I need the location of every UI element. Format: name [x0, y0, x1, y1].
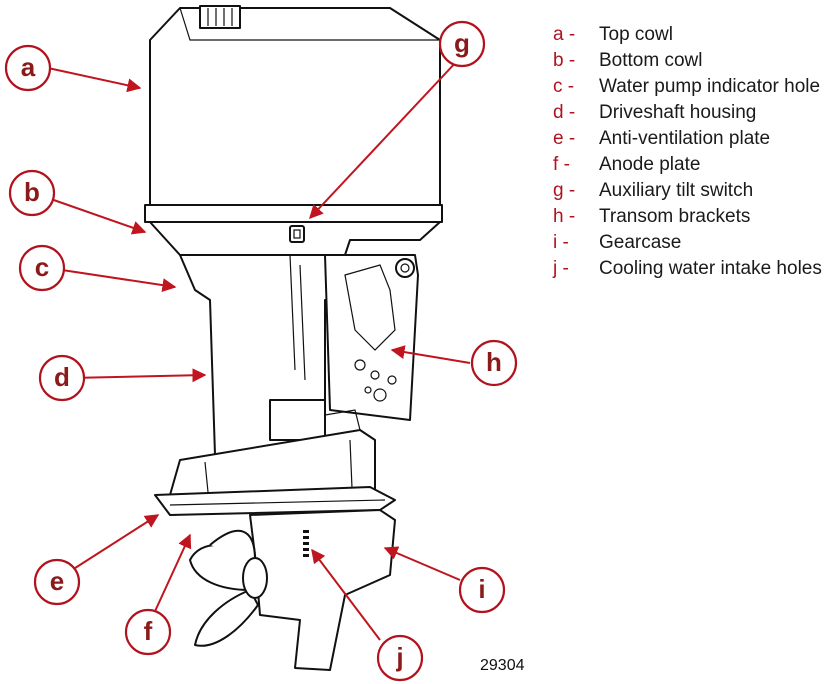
svg-text:c: c: [35, 252, 49, 282]
top-cowl-shape: [149, 7, 441, 206]
callout-e: e: [33, 558, 81, 606]
legend-description: Driveshaft housing: [599, 102, 757, 123]
anti-ventilation-plate-shape: [154, 486, 396, 516]
leader-lines: [47, 59, 471, 641]
legend-item-e: e - Anti-ventilation plate: [553, 126, 833, 152]
legend-key: b -: [553, 50, 576, 71]
legend-item-h: h - Transom brackets: [553, 204, 833, 230]
legend-item-d: d - Driveshaft housing: [553, 100, 833, 126]
legend: a - Top cowl b - Bottom cowl c - Water p…: [553, 22, 833, 282]
transom-bracket-shape: [324, 254, 419, 421]
legend-item-f: f - Anode plate: [553, 152, 833, 178]
legend-item-j: j - Cooling water intake holes: [553, 256, 833, 282]
legend-key: f -: [553, 154, 570, 175]
callout-j: j: [376, 634, 424, 682]
legend-key: e -: [553, 128, 576, 149]
svg-text:i: i: [478, 574, 485, 604]
callout-b: b: [8, 169, 56, 217]
legend-item-b: b - Bottom cowl: [553, 48, 833, 74]
outboard-motor-illustration: [144, 5, 443, 671]
callout-d: d: [38, 354, 86, 402]
legend-description: Anti-ventilation plate: [599, 128, 771, 149]
legend-key: g -: [553, 180, 576, 201]
legend-key: j -: [553, 258, 569, 279]
legend-key: c -: [553, 76, 575, 97]
callout-h: h: [470, 339, 518, 387]
svg-text:b: b: [24, 177, 40, 207]
svg-text:f: f: [144, 616, 153, 646]
svg-text:h: h: [486, 347, 502, 377]
legend-description: Water pump indicator hole: [599, 76, 821, 97]
intake-holes: [303, 530, 309, 557]
svg-text:j: j: [395, 642, 403, 672]
svg-text:g: g: [454, 28, 470, 58]
callout-c: c: [18, 244, 66, 292]
figure-number: 29304: [480, 657, 525, 674]
legend-item-g: g - Auxiliary tilt switch: [553, 178, 833, 204]
svg-text:d: d: [54, 362, 70, 392]
legend-description: Bottom cowl: [599, 50, 703, 71]
legend-description: Auxiliary tilt switch: [599, 180, 754, 201]
legend-description: Gearcase: [599, 232, 682, 253]
legend-item-c: c - Water pump indicator hole: [553, 74, 833, 100]
legend-key: d -: [553, 102, 576, 123]
legend-description: Transom brackets: [599, 206, 751, 227]
svg-text:a: a: [21, 52, 36, 82]
callout-i: i: [458, 566, 506, 614]
callout-f: f: [124, 608, 172, 656]
legend-description: Top cowl: [599, 24, 673, 45]
legend-item-a: a - Top cowl: [553, 22, 833, 48]
legend-description: Anode plate: [599, 154, 701, 175]
legend-description: Cooling water intake holes: [599, 258, 822, 279]
svg-text:e: e: [50, 566, 64, 596]
legend-key: h -: [553, 206, 576, 227]
callout-g: g: [438, 20, 486, 68]
gearcase-shape: [249, 509, 396, 671]
callout-a: a: [4, 44, 52, 92]
legend-key: a -: [553, 24, 576, 45]
legend-item-i: i - Gearcase: [553, 230, 833, 256]
legend-key: i -: [553, 232, 569, 253]
